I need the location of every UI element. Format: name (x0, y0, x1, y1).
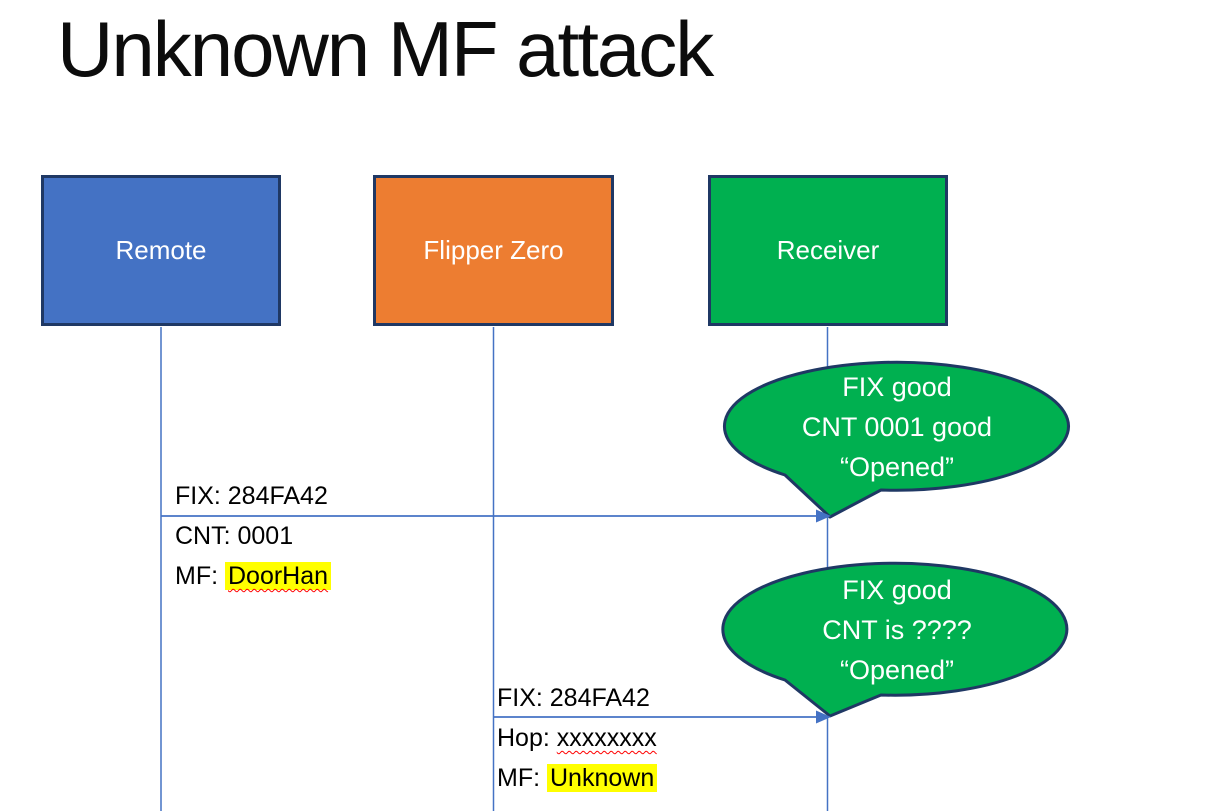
actor-box-flipper-zero: Flipper Zero (373, 175, 614, 326)
bubble-1-line-1: FIX good (842, 372, 952, 402)
bubble-2-line-1: FIX good (842, 575, 952, 605)
message-2-mf-value-highlighted: Unknown (547, 764, 658, 792)
message-2-mf-prefix: MF: (497, 764, 547, 792)
bubble-1-line-3: “Opened” (839, 452, 955, 482)
actor-label-flipper-zero: Flipper Zero (423, 235, 564, 265)
message-2-hop-prefix: Hop: (497, 724, 557, 752)
message-1-mf: MF: DoorHan (175, 556, 332, 596)
message-1-mf-prefix: MF: (175, 562, 225, 590)
message-2-label: FIX: 284FA42 Hop: xxxxxxxx MF: Unknown (497, 678, 658, 798)
speech-bubble-1-text: FIX good CNT 0001 good “Opened” (725, 367, 1069, 487)
message-2-fix-text: FIX: 284FA42 (497, 684, 650, 712)
message-1-cnt: CNT: 0001 (175, 516, 331, 556)
actor-box-receiver: Receiver (708, 175, 948, 326)
message-2-fix: FIX: 284FA42 (497, 678, 657, 718)
speech-bubble-2 (721, 561, 1069, 718)
actor-box-remote: Remote (41, 175, 281, 326)
message-2-hop-value-squiggled: xxxxxxxx (556, 724, 657, 752)
message-2-mf: MF: Unknown (497, 758, 658, 798)
message-1-fix: FIX: 284FA42 (175, 476, 331, 516)
message-1-mf-value-highlighted: DoorHan (225, 562, 332, 590)
actor-label-receiver: Receiver (776, 235, 880, 265)
page-title: Unknown MF attack (57, 5, 714, 93)
message-2-hop: Hop: xxxxxxxx (497, 718, 657, 758)
bubble-1-line-2: CNT 0001 good (801, 412, 993, 442)
message-arrow-1-head (816, 509, 831, 523)
bubble-2-line-3: “Opened” (839, 655, 955, 685)
message-1-cnt-text: CNT: 0001 (175, 522, 294, 550)
speech-bubble-1 (722, 360, 1070, 519)
actor-label-remote: Remote (115, 235, 207, 265)
bubble-2-line-2: CNT is ???? (822, 615, 972, 645)
message-1-label: FIX: 284FA42 CNT: 0001 MF: DoorHan (175, 476, 332, 596)
message-1-fix-text: FIX: 284FA42 (175, 482, 328, 510)
message-arrow-2-head (816, 710, 831, 724)
speech-bubble-2-text: FIX good CNT is ???? “Opened” (725, 570, 1069, 690)
